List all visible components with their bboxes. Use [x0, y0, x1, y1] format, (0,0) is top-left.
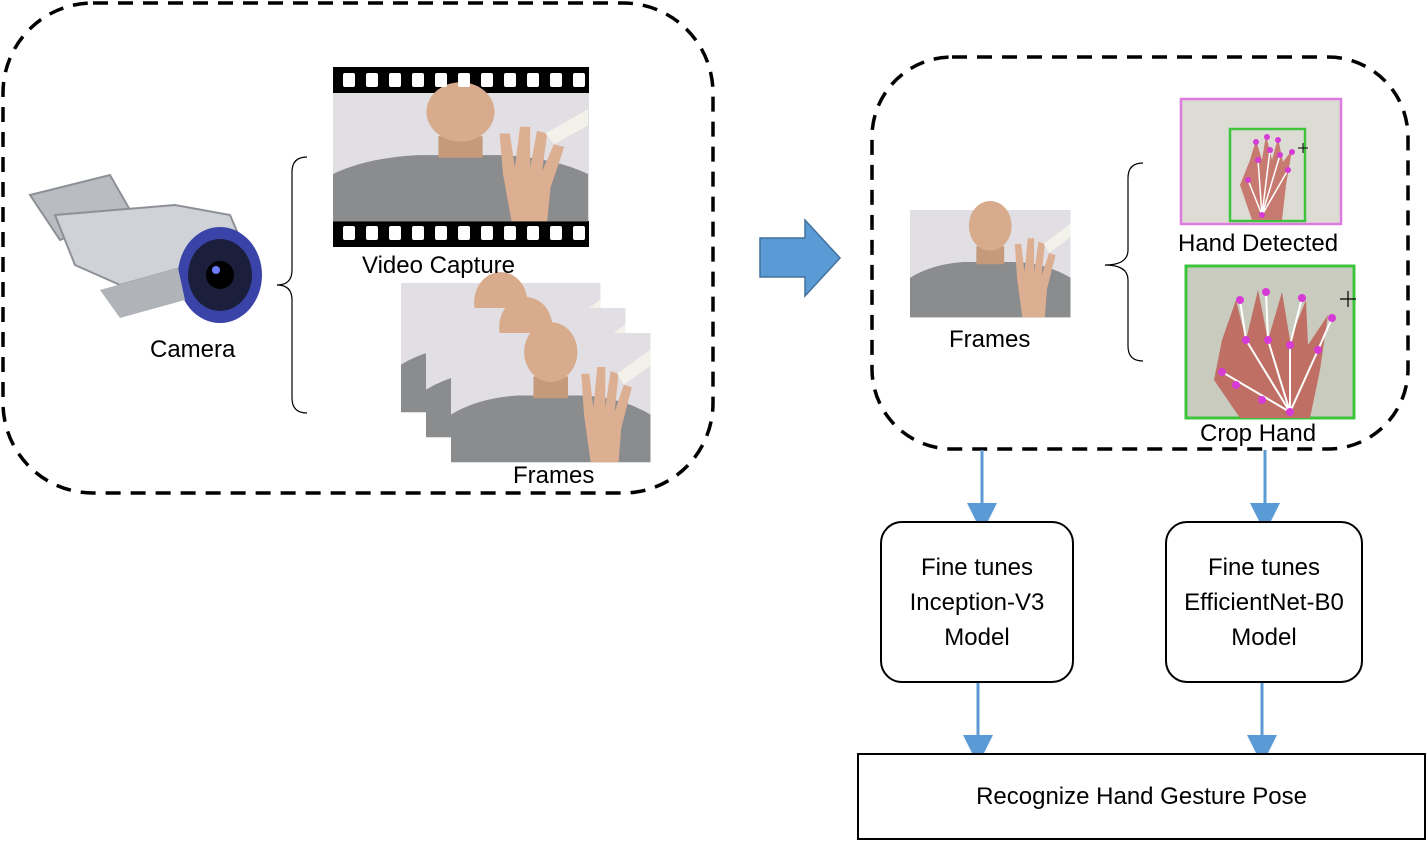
inception-line2: Inception-V3: [909, 588, 1045, 616]
inception-model-box: Fine tunes Inception-V3 Model: [880, 521, 1074, 683]
inception-line1: Fine tunes: [920, 553, 1034, 581]
processing-group-border: [870, 55, 1410, 451]
efficientnet-line1: Fine tunes: [1207, 553, 1321, 581]
efficientnet-line2: EfficientNet-B0: [1184, 588, 1344, 616]
left-frames-label: Frames: [513, 462, 595, 489]
camera-icon: [18, 165, 273, 328]
hand-detected-label: Hand Detected: [1178, 230, 1339, 257]
left-brace: [276, 156, 308, 414]
camera-label: Camera: [150, 336, 236, 363]
hand-detected-image: [1179, 97, 1343, 226]
right-brace: [1104, 162, 1144, 362]
frames-stack: [401, 272, 651, 463]
flow-arrow: [759, 218, 842, 298]
video-capture-filmstrip: [333, 67, 589, 247]
output-label: Recognize Hand Gesture Pose: [976, 783, 1307, 810]
single-frame-image: [910, 200, 1071, 318]
output-box: Recognize Hand Gesture Pose: [857, 753, 1426, 840]
right-frames-label: Frames: [949, 326, 1031, 353]
video-capture-label: Video Capture: [362, 252, 515, 279]
efficientnet-line3: Model: [1231, 623, 1297, 651]
capture-group-border: [1, 1, 715, 495]
crop-hand-label: Crop Hand: [1200, 420, 1317, 447]
crop-hand-image: [1184, 264, 1356, 420]
inception-line3: Model: [944, 623, 1010, 651]
efficientnet-model-box: Fine tunes EfficientNet-B0 Model: [1165, 521, 1363, 683]
